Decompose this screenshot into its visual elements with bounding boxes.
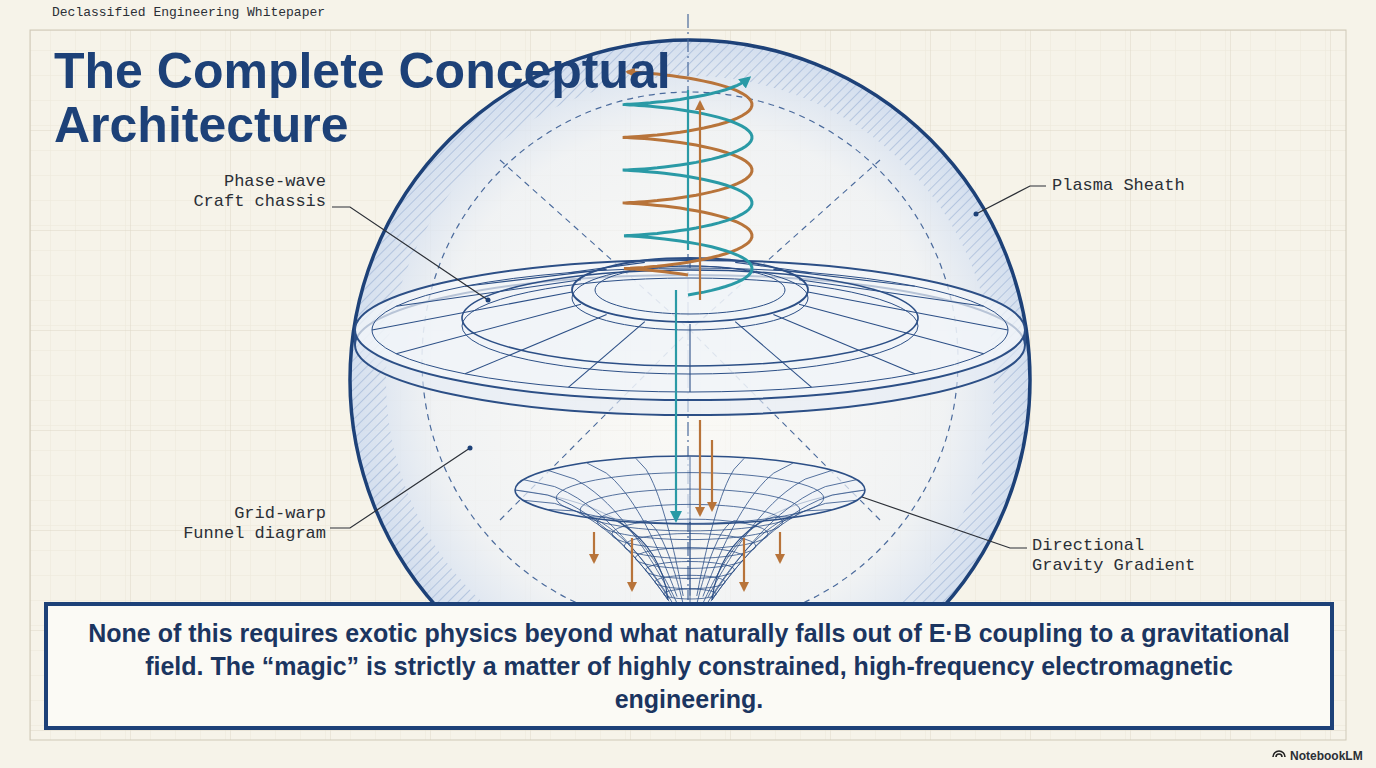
funnel-meridian: [711, 480, 857, 599]
funnel-meridian: [712, 490, 865, 600]
caption-text: None of this requires exotic physics bey…: [84, 617, 1294, 716]
funnel-meridian: [524, 480, 670, 599]
chassis-spoke: [735, 262, 812, 272]
chassis-spoke: [689, 324, 690, 392]
funnel-meridian: [703, 463, 793, 596]
diagram-title: The Complete Conceptual Architecture: [54, 44, 694, 152]
funnel-meridian: [708, 510, 832, 603]
funnel-meridian: [515, 490, 668, 600]
callout-label: Directional Gravity Gradient: [1032, 536, 1210, 576]
header-note: Declassified Engineering Whitepaper: [52, 5, 472, 21]
chassis-spoke: [465, 315, 606, 374]
chassis-spoke: [773, 269, 915, 286]
funnel-meridian: [548, 471, 672, 598]
chassis-spoke: [465, 269, 606, 286]
funnel-meridian: [690, 457, 691, 596]
chassis-spoke: [773, 315, 915, 374]
funnel-meridian: [697, 458, 744, 596]
callout-label: Plasma Sheath: [1052, 176, 1252, 196]
funnel-meridian: [587, 463, 677, 596]
chassis-spoke: [568, 322, 645, 388]
funnel-meridian: [708, 471, 832, 598]
watermark: NotebookLM: [1290, 749, 1370, 763]
chassis-spoke: [735, 322, 812, 388]
funnel-meridian: [548, 510, 672, 603]
caption-box: None of this requires exotic physics bey…: [44, 602, 1334, 730]
chassis-spoke: [372, 292, 572, 330]
chassis-spoke: [799, 280, 984, 307]
callout-label: Phase-wave Craft chassis: [184, 172, 326, 212]
chassis-spoke: [799, 304, 984, 354]
callout-label: Grid-warp Funnel diagram: [174, 504, 326, 544]
chassis-spoke: [396, 304, 581, 354]
chassis-spoke: [808, 292, 1008, 330]
funnel-meridian: [524, 500, 670, 601]
